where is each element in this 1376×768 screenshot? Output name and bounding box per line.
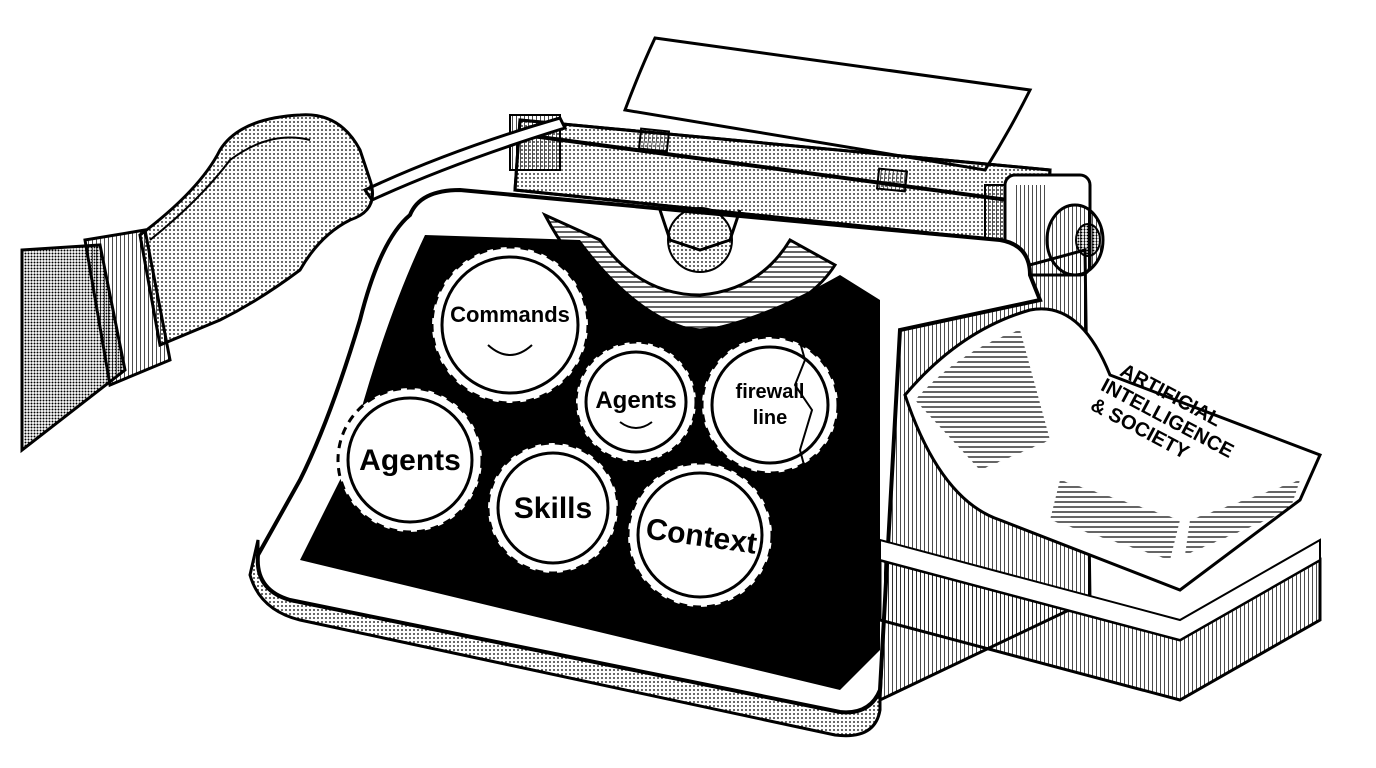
gear-label-skills: Skills xyxy=(514,492,592,525)
platen-knob xyxy=(1003,173,1105,277)
gear-label-firewall: firewall xyxy=(736,381,805,403)
gear-firewall-line: firewall line xyxy=(700,334,840,546)
gear-label-agents-center: Agents xyxy=(595,387,676,414)
carriage-return-lever xyxy=(362,116,568,202)
gear-label-commands: Commands xyxy=(450,302,570,327)
hand xyxy=(20,113,374,454)
gear-context: Context xyxy=(626,461,774,609)
gear-agents-left: Agents xyxy=(336,386,484,534)
crack-line xyxy=(793,334,822,546)
gear-skills: Skills xyxy=(486,441,620,575)
gear-agents-center: Agents xyxy=(574,340,698,464)
gear-commands: Commands xyxy=(430,245,590,405)
gear-label-agents-left: Agents xyxy=(359,444,461,477)
gear-label-line: line xyxy=(753,407,787,429)
